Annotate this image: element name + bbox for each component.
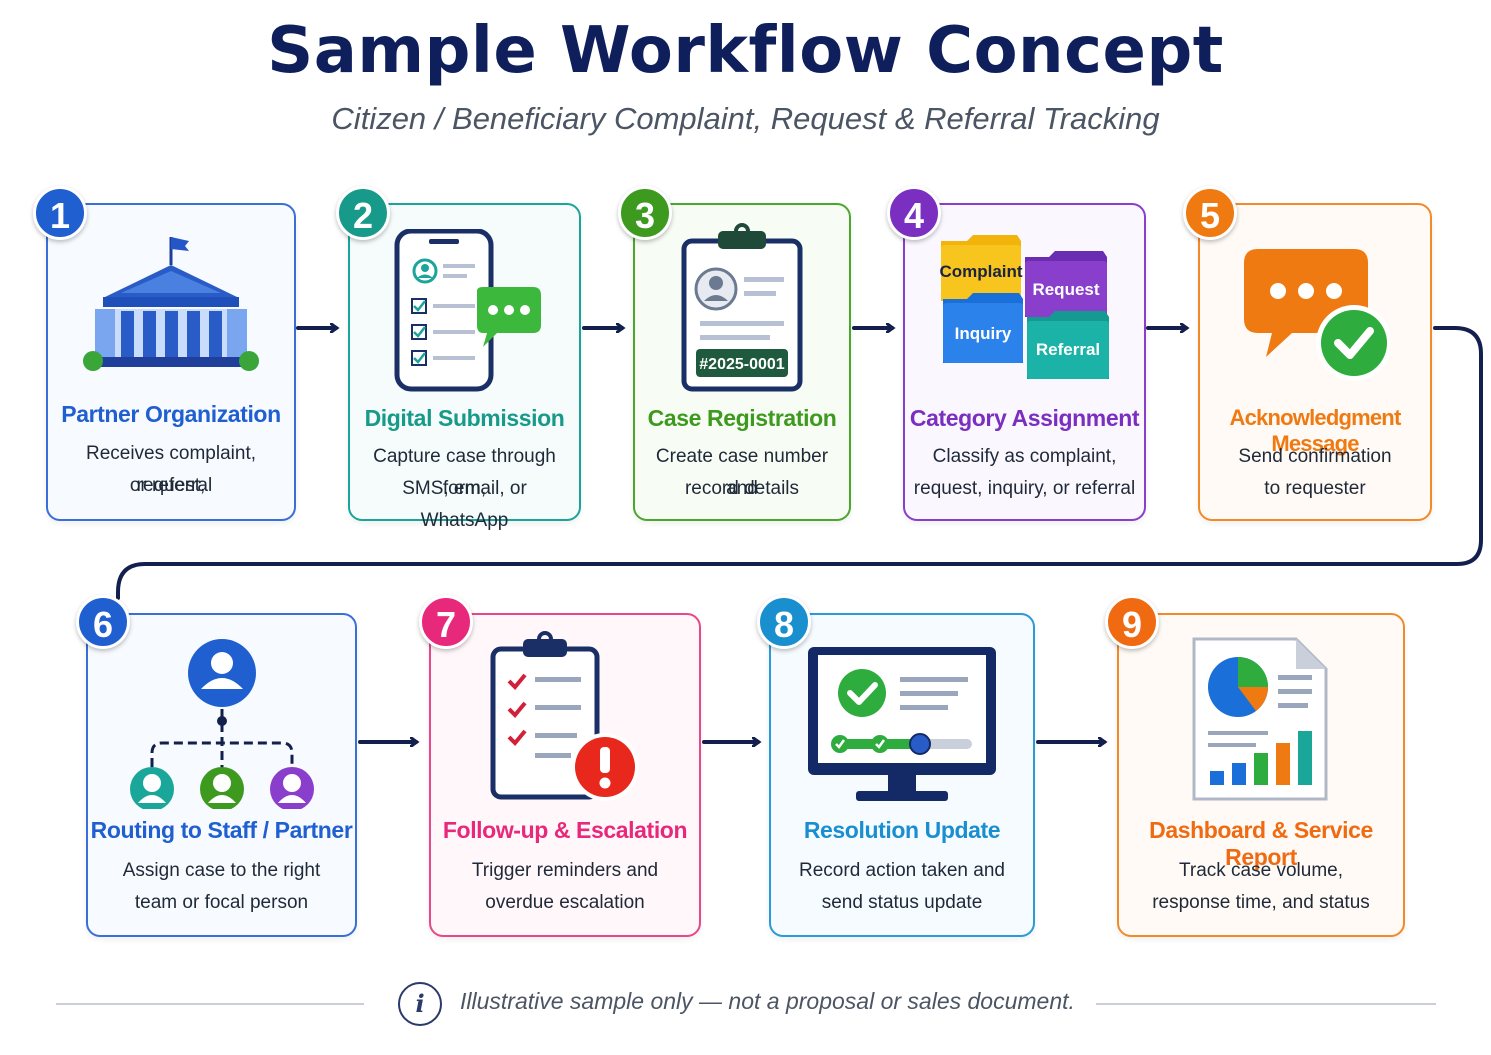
step-title-8: Resolution Update <box>803 817 1001 843</box>
folder-request: Request <box>1032 280 1099 299</box>
step-desc-6b: team or focal person <box>134 892 309 913</box>
step-badge-9: 9 <box>1105 595 1159 649</box>
step-badge-7: 7 <box>419 595 473 649</box>
org-routing-icon <box>88 637 355 809</box>
step-title-7: Follow-up & Escalation <box>442 817 688 843</box>
checklist-alert-icon <box>431 629 699 805</box>
step-card-2: Digital Submission Capture case through … <box>348 203 581 531</box>
page-title: Sample Workflow Concept <box>267 14 1224 88</box>
step-desc-5b: to requester <box>1264 478 1366 499</box>
step-badge-8: 8 <box>757 595 811 649</box>
page-subtitle: Citizen / Beneficiary Complaint, Request… <box>331 101 1160 136</box>
step-desc-9a: Track case volume, <box>1178 860 1343 881</box>
step-card-5: Acknowledgment Message Send confirmation… <box>1198 203 1432 521</box>
step-card-4: Complaint Request Inquiry Referral Categ… <box>903 203 1146 521</box>
case-number-label: #2025-0001 <box>699 356 785 373</box>
step-title-3: Case Registration <box>647 405 837 431</box>
step-title-5: Acknowledgment Message <box>1229 405 1402 456</box>
step-desc-9b: response time, and status <box>1152 892 1370 913</box>
clipboard-case-icon: #2025-0001 <box>635 221 849 393</box>
step-desc-8b: send status update <box>821 892 983 913</box>
step-desc-7a: Trigger reminders and <box>471 860 659 881</box>
folder-inquiry: Inquiry <box>954 324 1011 343</box>
step-title-4: Category Assignment <box>909 405 1140 431</box>
step-title-6: Routing to Staff / Partner <box>90 817 353 843</box>
step-desc-4b: request, inquiry, or referral <box>913 478 1136 499</box>
step-badge-5: 5 <box>1183 186 1237 240</box>
folder-complaint: Complaint <box>939 262 1022 281</box>
monitor-progress-icon <box>771 643 1033 805</box>
step-badge-2: 2 <box>336 186 390 240</box>
step-desc-5a: Send confirmation <box>1238 446 1392 467</box>
step-desc-1b: or referral <box>129 475 213 496</box>
step-desc-2b: SMS, email, or WhatsApp <box>402 478 527 531</box>
step-badge-6: 6 <box>76 595 130 649</box>
step-title-9: Dashboard & Service Report <box>1149 817 1373 870</box>
step-card-3: #2025-0001 Case Registration Create case… <box>633 203 851 521</box>
step-desc-8a: Record action taken and <box>799 860 1005 881</box>
footer-divider-right <box>1096 1003 1436 1005</box>
step-card-1: Partner Organization Receives complaint,… <box>46 203 296 521</box>
step-desc-3a: Create case number and <box>655 446 829 499</box>
footer-disclaimer: Illustrative sample only — not a proposa… <box>460 988 1075 1014</box>
step-desc-7b: overdue escalation <box>485 892 645 913</box>
phone-form-chat-icon <box>350 229 579 395</box>
step-card-7: Follow-up & Escalation Trigger reminders… <box>429 613 701 937</box>
government-building-icon <box>48 227 294 377</box>
step-card-6: Routing to Staff / Partner Assign case t… <box>86 613 357 937</box>
category-folders-icon: Complaint Request Inquiry Referral <box>905 231 1144 381</box>
step-desc-2a: Capture case through form, <box>373 446 556 499</box>
step-badge-1: 1 <box>33 186 87 240</box>
report-chart-icon <box>1119 635 1403 805</box>
step-badge-3: 3 <box>618 186 672 240</box>
step-desc-6a: Assign case to the right <box>122 860 321 881</box>
footer-divider-left <box>56 1003 364 1005</box>
step-title-2: Digital Submission <box>364 405 565 431</box>
info-icon: i <box>398 982 442 1026</box>
folder-referral: Referral <box>1035 340 1099 359</box>
step-card-9: Dashboard & Service Report Track case vo… <box>1117 613 1405 937</box>
chat-check-icon <box>1200 245 1430 385</box>
step-title-1: Partner Organization <box>61 401 281 427</box>
step-desc-1a: Receives complaint, request, <box>85 443 257 496</box>
step-desc-3b: record details <box>684 478 800 499</box>
step-card-8: Resolution Update Record action taken an… <box>769 613 1035 937</box>
step-desc-4a: Classify as complaint, <box>932 446 1117 467</box>
step-badge-4: 4 <box>887 186 941 240</box>
